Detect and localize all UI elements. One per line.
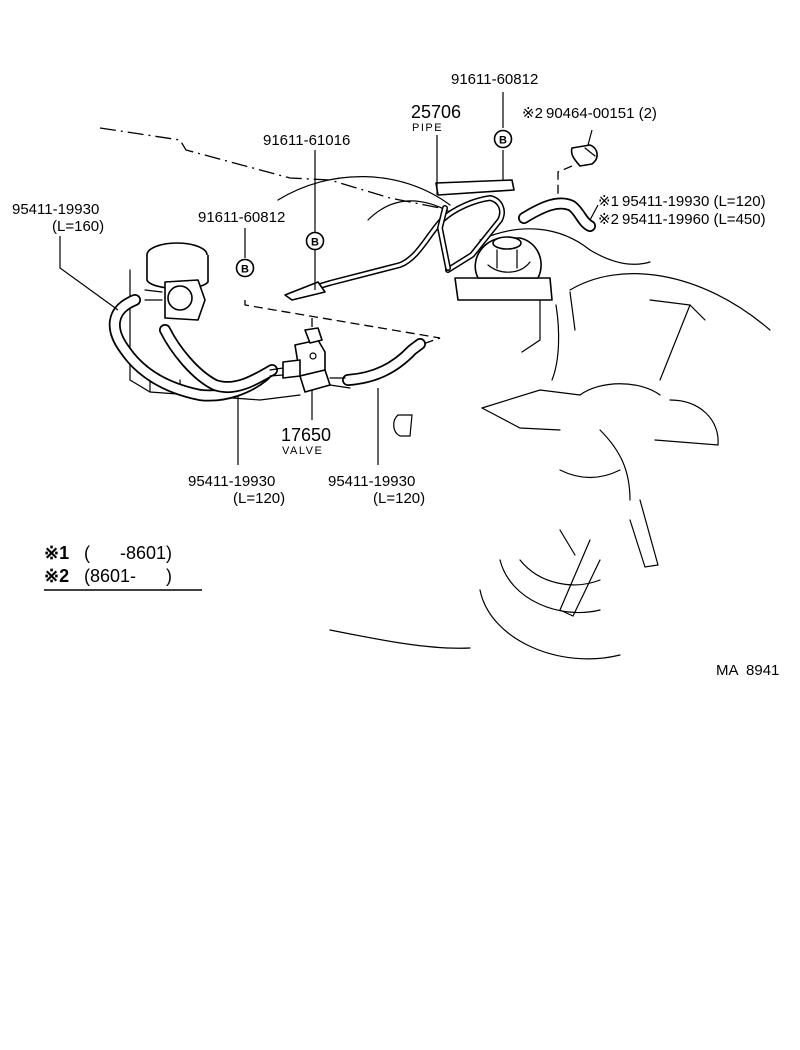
label-hose-right-2: 95411-19960 (L=450) (622, 211, 766, 228)
note2-mark: ※2 (44, 566, 69, 586)
throttle-body (129, 242, 413, 437)
label-hose-bottom-right: 95411-19930 (328, 473, 415, 490)
label-hose-bottom-right-len: (L=120) (373, 490, 425, 507)
label-bolt-mid: 91611-61016 (263, 132, 350, 149)
label-bolt-top: 91611-60812 (451, 71, 538, 88)
bolt-badge-left-text: B (241, 264, 249, 276)
attachment-lines (244, 300, 441, 346)
label-hose-right-1-mark: ※1 (598, 193, 619, 210)
fan-assembly (479, 273, 771, 660)
vacuum-hoses (108, 197, 596, 402)
label-hose-bottom-left: 95411-19930 (188, 473, 275, 490)
applicability-notes: ※1 ( -8601) ※2 (8601- ) (44, 543, 202, 591)
bolt-badge-mid-text: B (311, 237, 319, 249)
vsv-valve (269, 327, 346, 393)
label-hose-right-1: 95411-19930 (L=120) (622, 193, 766, 210)
bolt-badge-top: B (493, 129, 513, 149)
leader-lines (59, 92, 599, 465)
bolt-badge-top-text: B (499, 135, 507, 147)
label-clamp-part: 90464-00151 (2) (546, 105, 657, 122)
label-hose-right-2-mark: ※2 (598, 211, 619, 228)
hose-clamp (557, 144, 598, 198)
vacuum-pipe (284, 179, 515, 301)
label-pipe-name: PIPE (412, 122, 443, 134)
engine-outline (99, 127, 651, 649)
label-clamp-mark: ※2 (522, 105, 543, 122)
diagram-code: MA 8941 (716, 662, 779, 679)
bolt-badge-mid: B (305, 231, 325, 251)
label-hose-top-left-len: (L=160) (52, 218, 104, 235)
label-valve-name: VALVE (282, 445, 323, 457)
note1-mark: ※1 (44, 543, 69, 563)
label-bolt-left: 91611-60812 (198, 209, 285, 226)
label-hose-top-left: 95411-19930 (12, 201, 99, 218)
note1-range: ( -8601) (84, 543, 172, 563)
label-valve-part: 17650 (281, 425, 331, 445)
bolt-badge-left: B (235, 258, 255, 278)
label-hose-bottom-left-len: (L=120) (233, 490, 285, 507)
note2-range: (8601- ) (84, 566, 172, 586)
distributor (454, 236, 553, 301)
label-pipe-part: 25706 (411, 102, 461, 122)
